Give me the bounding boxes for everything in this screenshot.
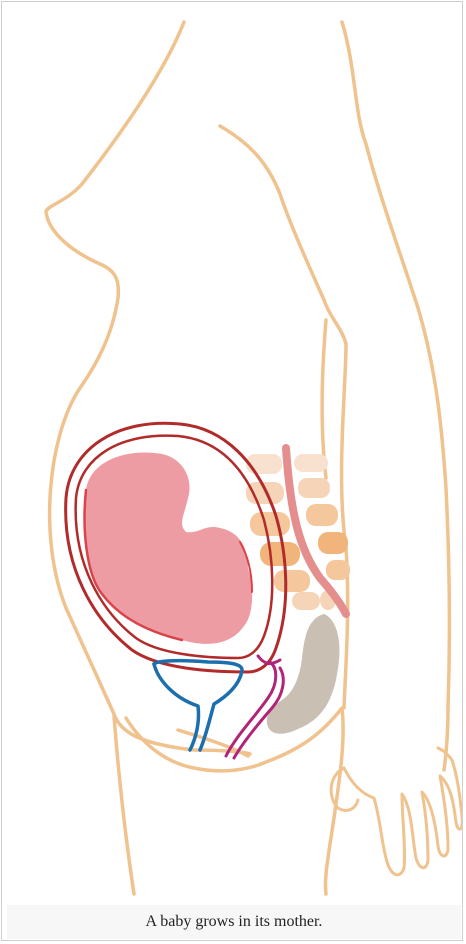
figure-caption: A baby grows in its mother.: [7, 905, 461, 939]
leg-front-outline: [114, 716, 134, 894]
back-outline: [342, 22, 449, 770]
lower-body-outline: [126, 708, 343, 894]
baby: [85, 453, 253, 644]
bladder-left: [154, 664, 199, 750]
arm-inner-outline-2: [322, 320, 326, 478]
thumb-outline: [331, 768, 358, 810]
rectum: [267, 614, 340, 734]
pregnancy-illustration: [8, 8, 462, 904]
vagina: [226, 662, 276, 756]
